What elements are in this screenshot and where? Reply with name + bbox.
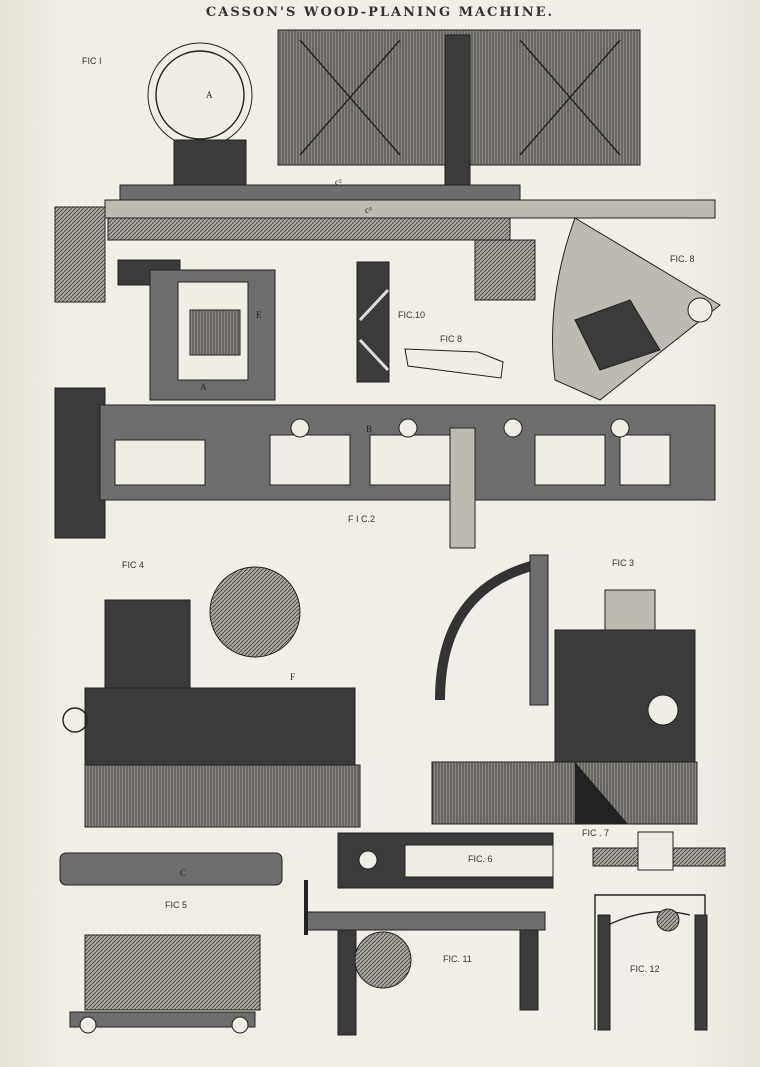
base-fig3 [431, 761, 698, 825]
figure-8: FIC. 8 [552, 217, 721, 401]
log-on-carriage [84, 934, 261, 1011]
figure-6: FIC. 6 [337, 832, 554, 889]
figure-3-label: FIC 3 [612, 558, 634, 568]
figure-2-label: F I C.2 [348, 514, 375, 524]
figure-12-label: FIC. 12 [630, 964, 660, 974]
log-end [209, 566, 301, 658]
figure-10-label: FIC.10 [398, 310, 425, 320]
figure-1: FIC I A c² c³ [54, 29, 716, 303]
figure-4-label: FIC 4 [122, 560, 144, 570]
roller [59, 852, 283, 886]
letter-c2: c² [335, 177, 342, 187]
bed-support-right [474, 239, 536, 301]
figure-12: FIC. 12 [594, 894, 708, 1031]
figure-4: FIC 4 F [62, 560, 361, 828]
figure-10: FIC.10 FIC 8 [356, 261, 504, 383]
figure-11-label: FIC. 11 [443, 954, 472, 964]
letter-b: B [366, 424, 372, 434]
figure-7: FIC . 7 [582, 828, 726, 871]
machine-body-fig3 [554, 629, 696, 766]
bed-support-left [54, 206, 106, 303]
feed-gear [354, 931, 412, 989]
letter-f: F [290, 672, 295, 682]
frame-top [304, 911, 546, 931]
machine-body-fig4 [84, 687, 356, 769]
letter-e: E [256, 310, 262, 320]
figure-3: FIC 3 [431, 554, 698, 825]
figure-8-label: FIC. 8 [670, 254, 695, 264]
figure-5-label: FIC 5 [165, 900, 187, 910]
plate-title: CASSON'S WOOD-PLANING MACHINE. [205, 5, 555, 20]
figure-7-label: FIC . 7 [582, 828, 609, 838]
bed-rail [104, 199, 716, 219]
figure-1-label: FIC I [82, 56, 102, 66]
quadrant-arc [435, 560, 537, 701]
figure-2: A E B F I C.2 [54, 259, 716, 549]
base-fig4 [84, 764, 361, 828]
center-post [444, 34, 471, 196]
cutter-wheel [147, 42, 253, 148]
knife-profile [404, 348, 504, 379]
figure-9-label: FIC 8 [440, 334, 462, 344]
gear-wheel [656, 908, 680, 932]
figure-5: C FIC 5 [59, 852, 283, 1034]
letter-a: A [206, 90, 213, 100]
letter-c: C [180, 868, 186, 878]
figure-6-label: FIC. 6 [468, 854, 493, 864]
letter-a-2: A [200, 382, 207, 392]
figure-11: FIC. 11 [304, 880, 546, 1036]
letter-c3: c³ [365, 205, 372, 215]
